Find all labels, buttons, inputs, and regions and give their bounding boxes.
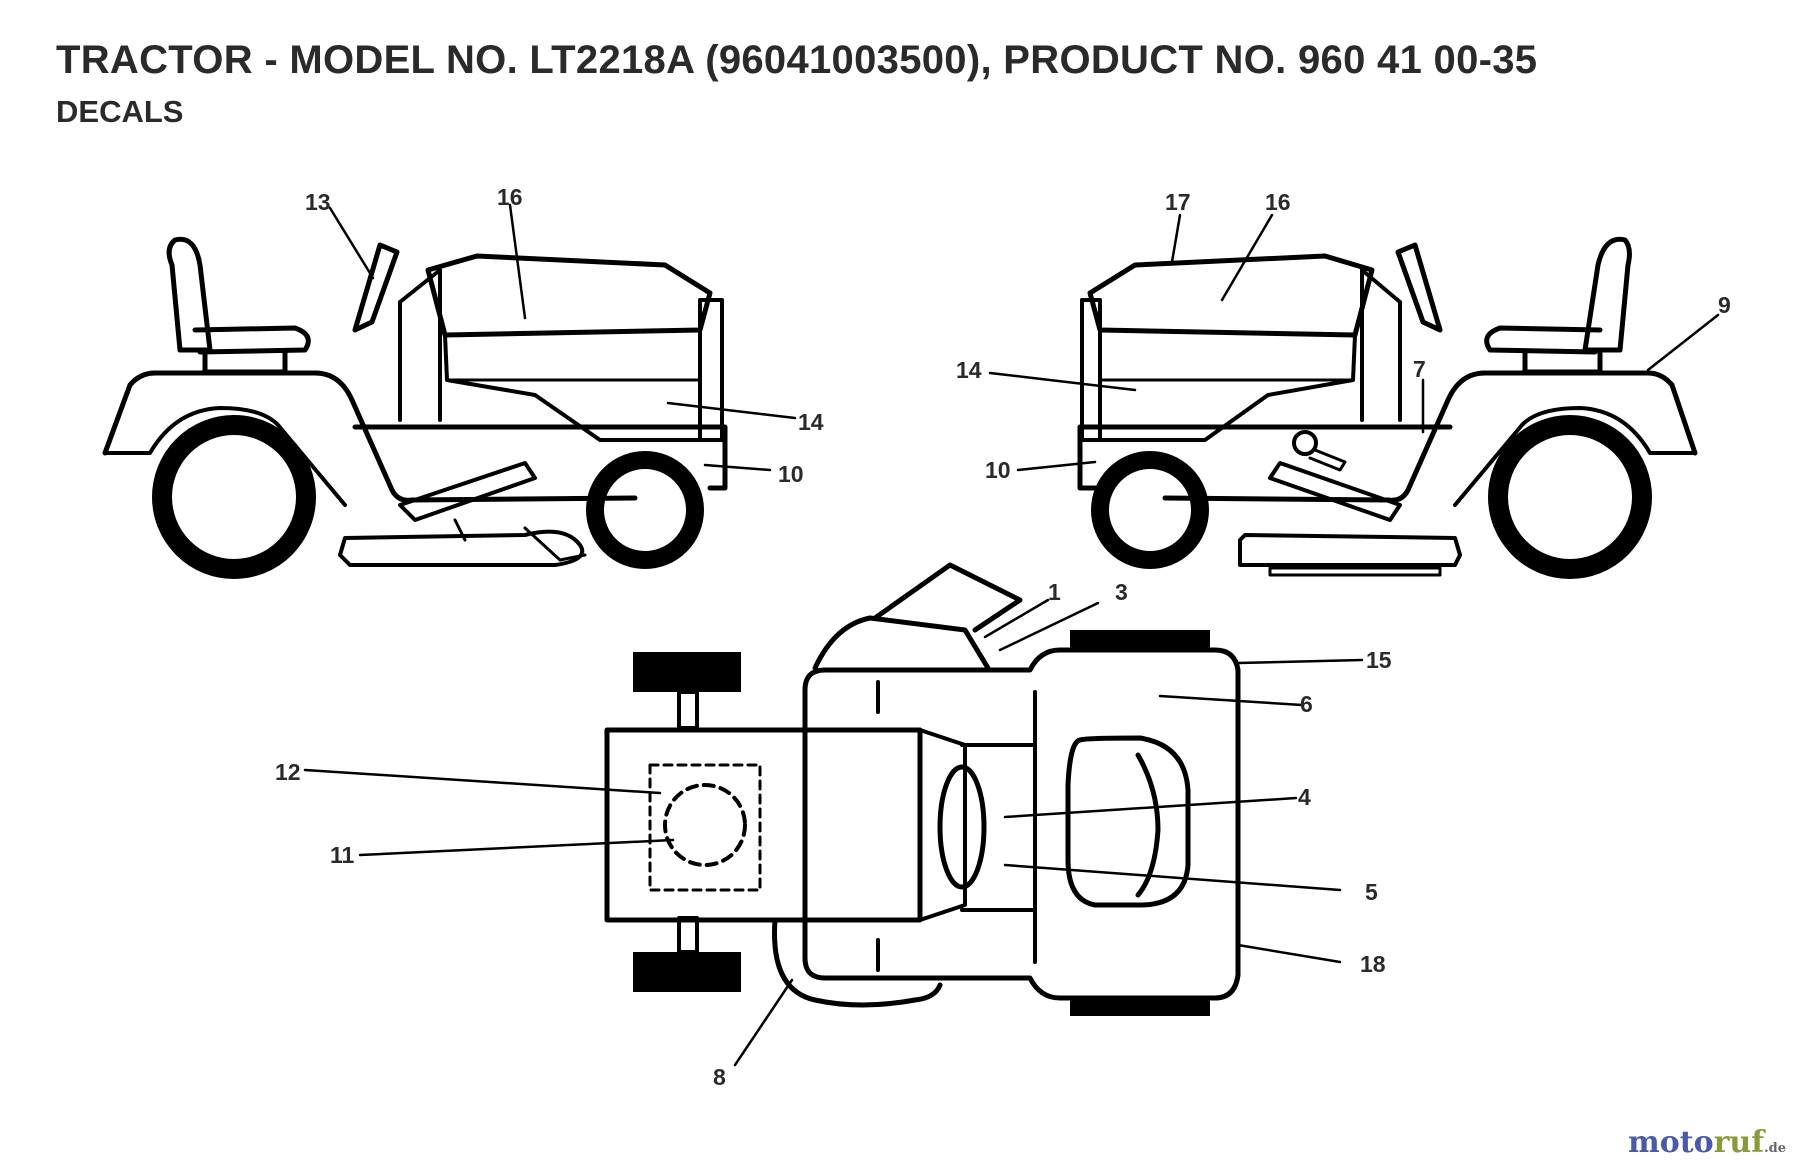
callout-17: 17: [1165, 189, 1191, 215]
callout-5: 5: [1365, 879, 1378, 905]
callout-4: 4: [1298, 784, 1311, 810]
callout-16: 16: [1265, 189, 1291, 215]
seat-top-view: [1065, 735, 1191, 908]
mower-deck-top-view: [772, 917, 943, 1008]
front-wheel-left-view: [586, 451, 704, 569]
callout-11: 11: [330, 842, 355, 868]
rear-fender-left-view: [102, 370, 638, 503]
page-title: TRACTOR - MODEL NO. LT2218A (96041003500…: [56, 38, 1538, 82]
hood-top-view: [604, 727, 923, 923]
callout-10: 10: [778, 461, 804, 487]
steering-wheel-left-view: [352, 242, 400, 333]
chassis-left-view: [352, 424, 728, 491]
hood-left-view: [425, 253, 713, 338]
mower-deck-left-view: [338, 529, 585, 567]
rear-wheel-top-right: [1070, 998, 1210, 1016]
callout-3: 3: [1115, 579, 1128, 605]
callout-13: 13: [305, 189, 331, 215]
tractor-left-side-view: [102, 236, 728, 579]
callouts-top-view: 1 3 15 6 12 4 11 5 18 8: [275, 579, 1392, 1090]
motoruf-watermark: motoruf.de: [1628, 1125, 1786, 1160]
callout-15: 15: [1366, 647, 1392, 673]
page-subtitle: DECALS: [56, 94, 184, 129]
tractor-top-view: [604, 562, 1241, 1016]
steering-column-top-view: [812, 615, 991, 671]
callout-8: 8: [713, 1064, 726, 1090]
chassis-right-view: [1077, 424, 1453, 491]
callout-18: 18: [1360, 951, 1386, 977]
callout-14: 14: [798, 409, 824, 435]
front-wheel-top-left: [633, 652, 741, 692]
callout-7: 7: [1413, 356, 1426, 382]
callouts-left-view: 13 16 14 10: [305, 184, 824, 487]
callout-12: 12: [275, 759, 301, 785]
callout-16: 16: [497, 184, 523, 210]
rear-wheel-left-view: [152, 415, 316, 579]
fender-top-view: [802, 647, 1241, 1001]
callout-1: 1: [1048, 579, 1061, 605]
seat-left-view: [166, 236, 311, 355]
steering-wheel-right-view: [1395, 242, 1443, 333]
watermark-tld: .de: [1764, 1141, 1786, 1156]
rear-wheel-top-left: [1070, 630, 1210, 648]
callout-14: 14: [956, 357, 982, 383]
watermark-part2: ruf: [1713, 1125, 1765, 1160]
front-wheel-right-view: [1091, 451, 1209, 569]
callout-9: 9: [1718, 292, 1731, 318]
callouts-right-view: 17 16 9 14 7 10: [956, 189, 1731, 483]
seat-right-view: [1484, 236, 1632, 355]
rear-wheel-right-view: [1488, 415, 1652, 579]
callout-6: 6: [1300, 691, 1313, 717]
callout-10: 10: [985, 457, 1011, 483]
front-wheel-top-right: [633, 952, 741, 992]
tractor-right-side-view: [1077, 236, 1698, 579]
hood-right-view: [1087, 253, 1375, 338]
watermark-part1: moto: [1627, 1125, 1714, 1160]
rear-fender-right-view: [1162, 370, 1698, 503]
mower-deck-right-view: [1238, 533, 1462, 567]
